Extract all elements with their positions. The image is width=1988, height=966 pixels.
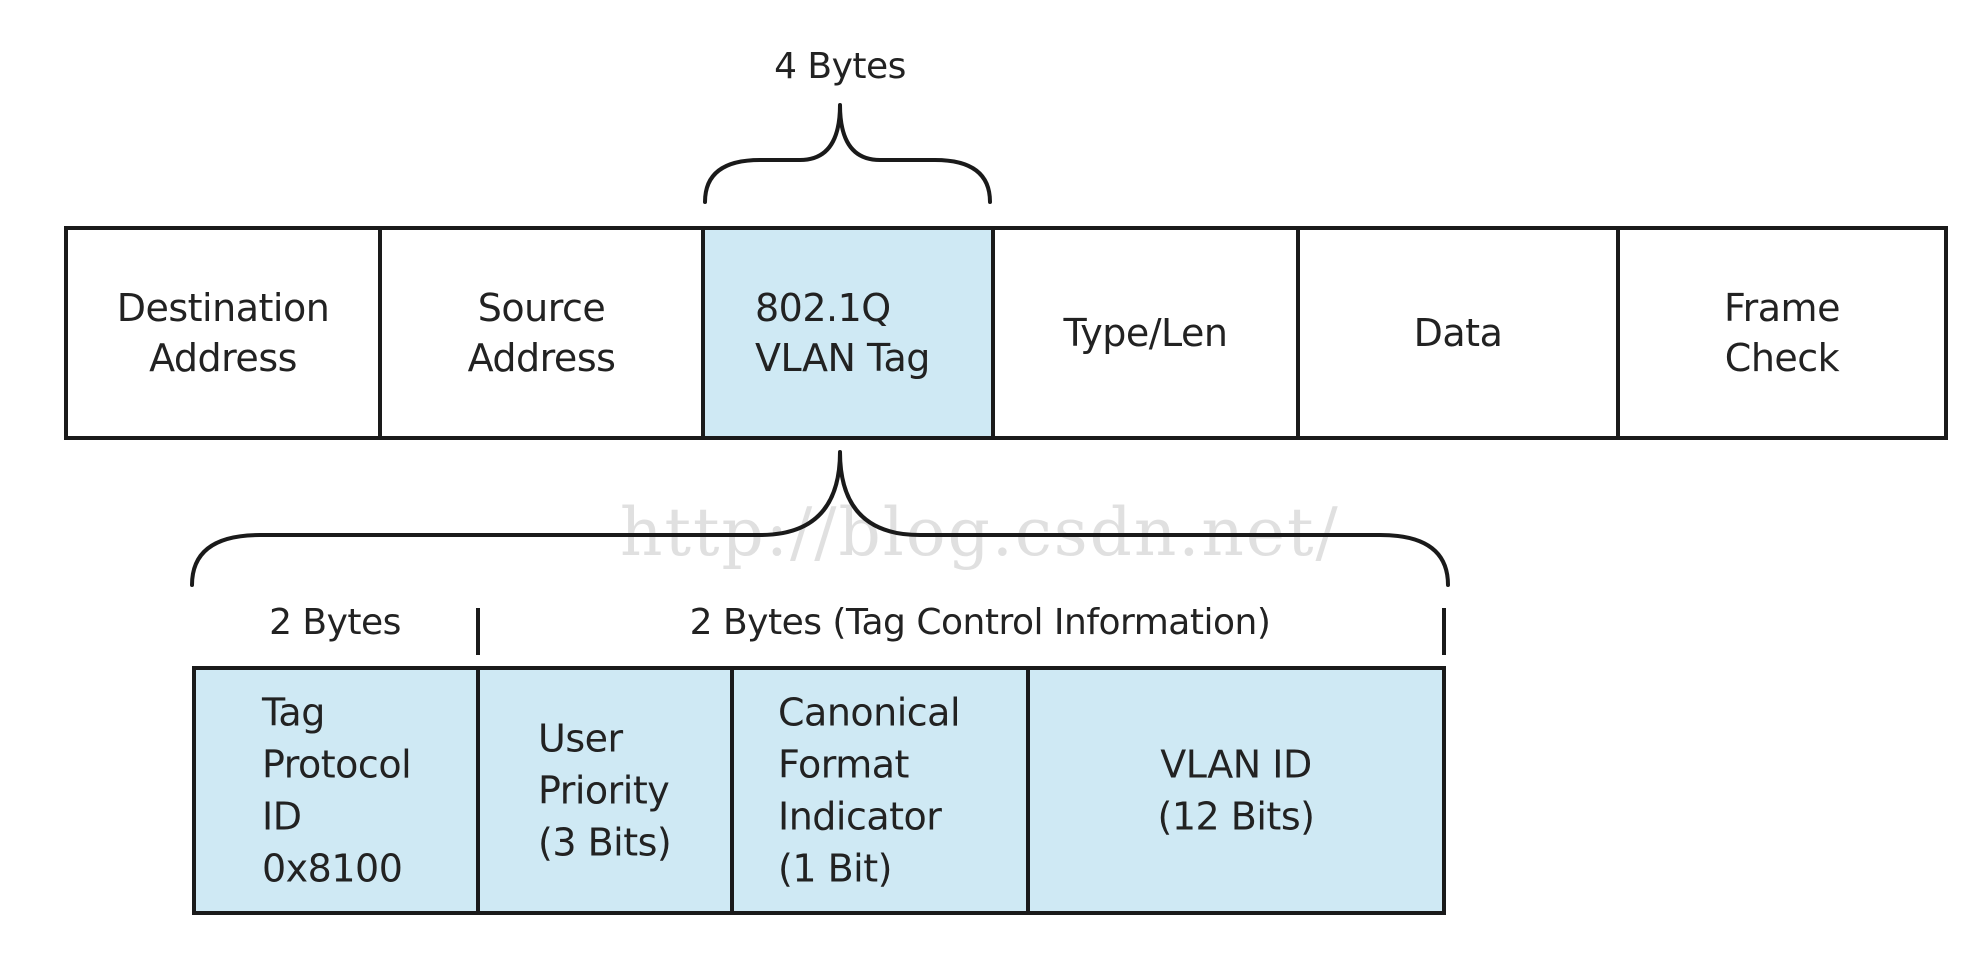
vlan-tag-label-line: 802.1Q	[755, 286, 891, 330]
tag-protocol-id-label-line: Protocol	[262, 743, 411, 787]
vlan-id-label-line: (12 Bits)	[1158, 795, 1315, 839]
canonical-format-indicator-label-line: Canonical	[778, 691, 960, 735]
canonical-format-indicator-label-line: Format	[778, 743, 909, 787]
top-brace	[703, 103, 992, 204]
tci-size-label: 2 Bytes (Tag Control Information)	[690, 602, 1271, 643]
vlan-tag-box	[701, 226, 995, 440]
canonical-format-indicator-box	[730, 666, 1030, 915]
top-brace-label: 4 Bytes	[774, 46, 906, 87]
tag-brace	[190, 450, 1450, 587]
destination-address-label-line: Destination	[117, 286, 330, 330]
tpid-size-label: 2 Bytes	[269, 602, 401, 643]
data-label-line: Data	[1414, 311, 1503, 355]
vlan-id-label-line: VLAN ID	[1160, 743, 1312, 787]
data-box	[1296, 226, 1620, 440]
source-address-label-line: Source	[478, 286, 606, 330]
user-priority-box	[476, 666, 734, 915]
user-priority-label-line: (3 Bits)	[538, 821, 671, 865]
tag-protocol-id-label-line: ID	[262, 795, 301, 839]
user-priority-label-line: User	[538, 717, 623, 761]
tag-protocol-id-label-line: 0x8100	[262, 847, 402, 891]
vlan-tag-label-line: VLAN Tag	[755, 336, 930, 380]
type-len-box	[991, 226, 1300, 440]
tag-protocol-id-label-line: Tag	[261, 691, 325, 735]
canonical-format-indicator-label-line: Indicator	[778, 795, 942, 839]
frame-check-box	[1616, 226, 1948, 440]
vlan-id-box	[1026, 666, 1446, 915]
user-priority-label-line: Priority	[538, 769, 669, 813]
tag-protocol-id-box	[192, 666, 480, 915]
destination-address-label-line: Address	[149, 336, 297, 380]
source-address-label-line: Address	[468, 336, 616, 380]
canonical-format-indicator-label-line: (1 Bit)	[778, 847, 892, 891]
source-address-box	[378, 226, 705, 440]
type-len-label-line: Type/Len	[1062, 311, 1227, 355]
frame-check-label-line: Check	[1725, 336, 1840, 380]
frame-check-label-line: Frame	[1724, 286, 1840, 330]
destination-address-box	[64, 226, 382, 440]
watermark: http://blog.csdn.net/	[620, 494, 1340, 571]
